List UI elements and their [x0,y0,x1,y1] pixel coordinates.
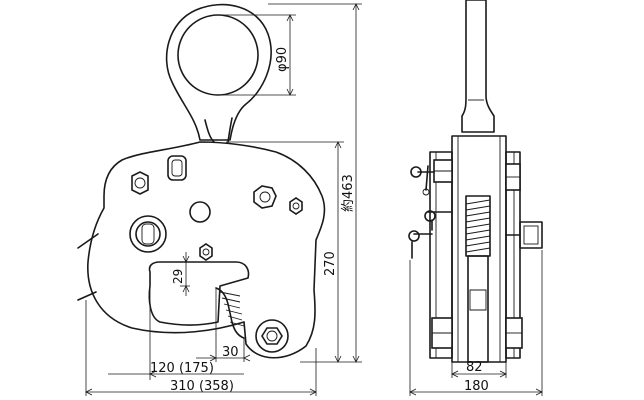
spring [465,195,491,257]
inner-slide [467,255,489,363]
side-nut-bottom-right [505,317,523,349]
label-side-depth: 82 [466,360,483,375]
pin-middle [424,210,453,231]
dim-overall-height [268,3,362,363]
label-body-height: 270 [323,251,338,276]
front-view: φ90 約463 270 29 30 [77,3,362,396]
pin-upper [410,165,435,196]
side-nut-bottom-left [431,317,453,349]
hinge-boss [129,215,167,253]
dim-jaw-depth [196,288,251,362]
dim-jaw-gap [180,252,190,296]
label-ring-diameter: φ90 [275,47,290,72]
side-plate-right [505,151,521,359]
slot-top [167,155,187,181]
bolt-right-top [253,185,277,209]
bolt-lower [199,243,213,261]
bolt-bottom [255,319,289,353]
lifted-plate [77,233,99,301]
jaw-opening [148,261,250,326]
pin-lower [408,230,433,259]
side-nut-top-left [433,159,453,183]
dim-jaw-length [108,290,244,380]
side-shackle [461,0,495,133]
dim-side-depth [451,362,507,378]
bolt-right-small [289,197,303,215]
label-jaw-depth: 30 [222,345,239,360]
dim-body-height [226,141,344,363]
side-body [451,135,507,363]
label-jaw-length: 120 (175) [150,361,214,376]
side-nut-top-right [505,163,521,191]
label-jaw-gap: 29 [171,269,185,284]
cam-jaw [215,287,245,339]
lock-lever [505,221,543,249]
dim-overall-length [85,300,317,396]
clamp-body [87,141,326,359]
pin-center [189,201,211,223]
label-side-width: 180 [464,379,489,394]
side-view: 82 180 [408,0,543,396]
label-overall-height: 約463 [341,174,356,212]
dim-ring [218,14,296,96]
label-overall-length: 310 (358) [170,379,234,394]
lifting-ring [165,3,272,143]
bolt-top-left [131,171,149,195]
dim-side-width [409,250,543,396]
side-plate-left [429,151,453,359]
